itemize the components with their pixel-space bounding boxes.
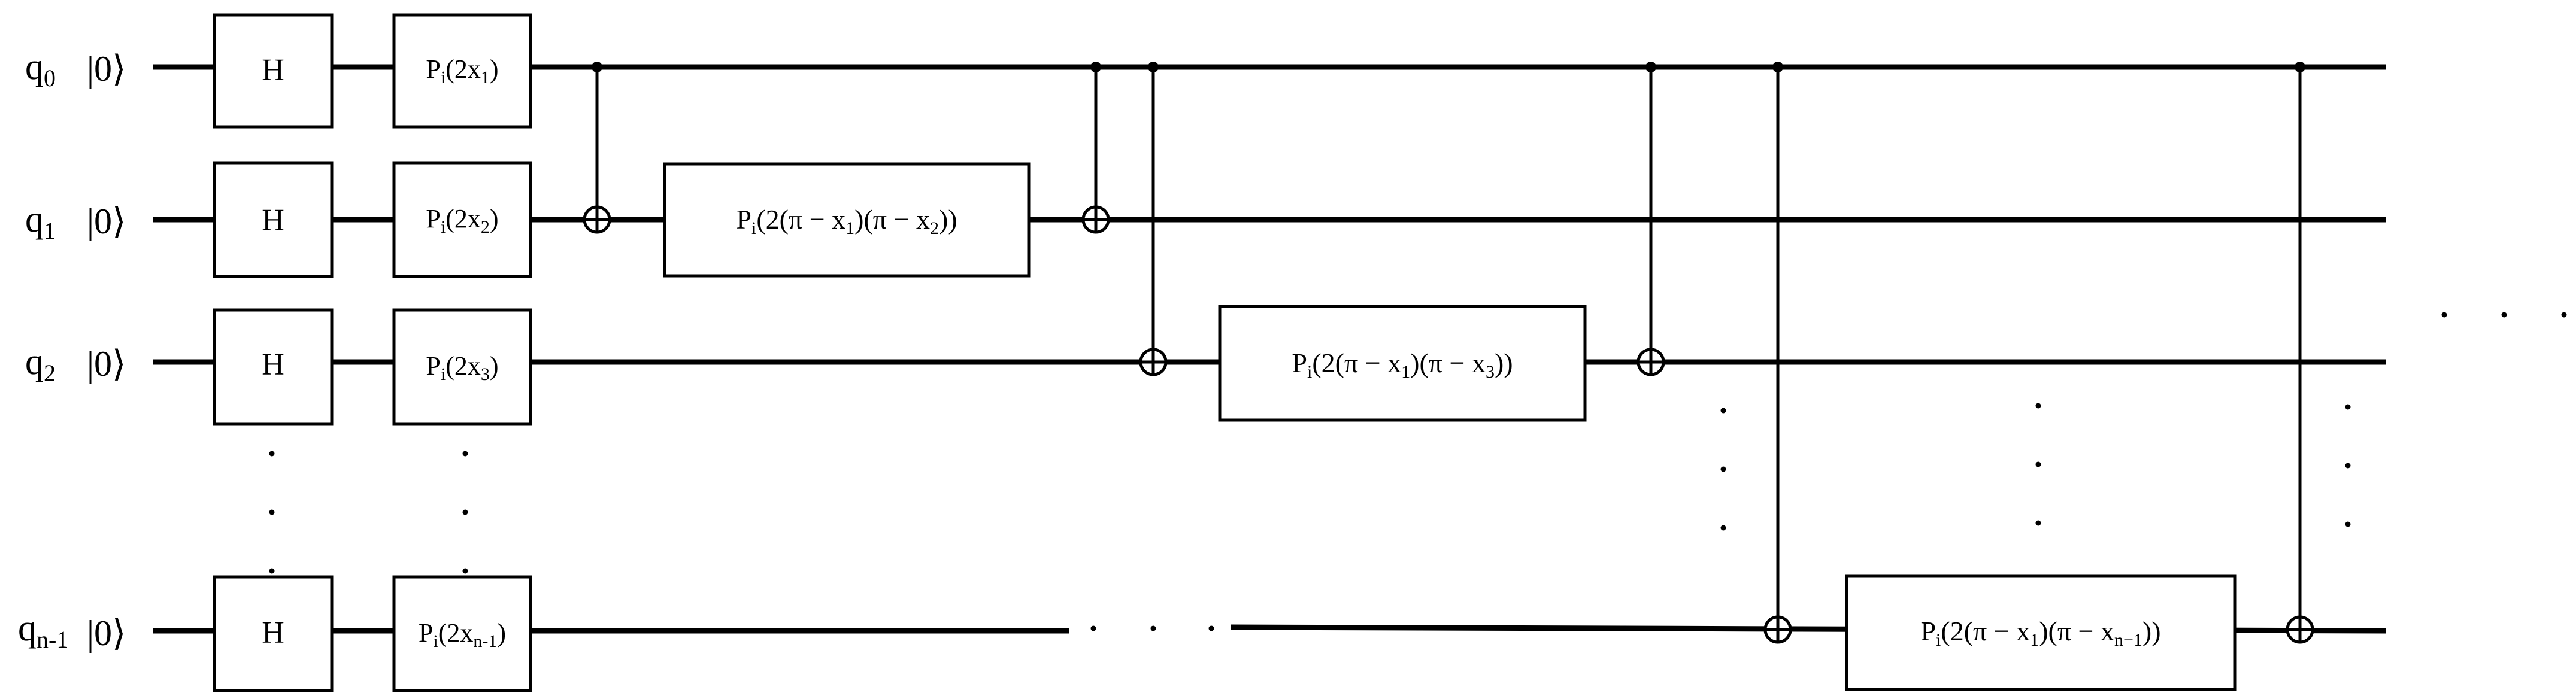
h-gate-q1: H [213, 161, 334, 278]
qubit-name: q [25, 47, 44, 87]
control-dot [1090, 62, 1101, 72]
ellipsis-dots [269, 312, 2567, 631]
entangling-gates: Pi(2(π − x1)(π − x2)) Pi(2(π − x1)(π − x… [663, 162, 2237, 691]
control-dots [592, 62, 2305, 72]
cnot-target-icon [1081, 205, 1110, 234]
qubit-label-1: q1 [25, 199, 56, 244]
h-gate-label: H [262, 53, 284, 87]
p-gate-label: Pi(2x2) [426, 204, 498, 237]
horizontal-ellipsis-dot [2501, 312, 2507, 318]
h-gate-qn-1: H [213, 575, 334, 692]
control-dot [1772, 62, 1783, 72]
cnot-target-icon [583, 205, 611, 234]
control-dot [1148, 62, 1159, 72]
entangling-gate-label: Pi(2(π − x1)(π − x2)) [736, 204, 957, 238]
vertical-ellipsis-dot [2345, 404, 2351, 410]
p-gate-q1: Pi(2x2) [392, 161, 532, 278]
qubit-labels: q0 |0⟩ q1 |0⟩ q2 |0⟩ qn-1 |0⟩ [18, 47, 126, 653]
entangling-gate-q1: Pi(2(π − x1)(π − x2)) [663, 162, 1031, 278]
horizontal-ellipsis-dot [2441, 312, 2447, 318]
vertical-ellipsis-dot [2345, 521, 2351, 527]
cnot-target-icon [2286, 615, 2314, 644]
p-gate-label: Pi(2xn-1) [419, 618, 506, 651]
qubit-index: n-1 [37, 626, 68, 653]
cnot-target-icon [1139, 348, 1168, 376]
qubit-name: q [18, 608, 37, 649]
vertical-ellipsis-dot [462, 509, 468, 515]
qubit-ket-1: |0⟩ [87, 202, 126, 241]
control-dot [592, 62, 602, 72]
encoding-gates: Pi(2x1) Pi(2x2) Pi(2x3) Pi(2xn-1) [392, 13, 532, 692]
vertical-ellipsis-dot [2035, 520, 2041, 526]
control-dot [2295, 62, 2305, 72]
entangling-gate-label: Pi(2(π − x1)(π − xn−1)) [1920, 616, 2160, 650]
hadamard-gates: H H H H [213, 13, 334, 692]
vertical-ellipsis-dot [269, 451, 275, 457]
qubit-ket-n-1: |0⟩ [87, 613, 126, 653]
qubit-label-0: q0 [25, 47, 56, 92]
entangling-gate-qn-1: Pi(2(π − x1)(π − xn−1)) [1845, 574, 2237, 691]
vertical-ellipsis-dot [1720, 408, 1726, 414]
horizontal-ellipsis-dot [2561, 312, 2567, 318]
cnot-target-icon [1763, 615, 1792, 644]
vertical-ellipsis-dot [2345, 463, 2351, 469]
vertical-ellipsis-dot [1720, 525, 1726, 531]
p-gate-qn-1: Pi(2xn-1) [392, 575, 532, 692]
p-gate-q2: Pi(2x3) [392, 308, 532, 426]
vertical-ellipsis-dot [1720, 466, 1726, 472]
vertical-ellipsis-dot [462, 451, 468, 457]
h-gate-q2: H [213, 308, 334, 426]
vertical-ellipsis-dot [2035, 403, 2041, 409]
h-gate-label: H [262, 616, 284, 650]
qubit-index: 2 [44, 360, 56, 387]
horizontal-ellipsis-dot [1208, 625, 1214, 631]
h-gate-label: H [262, 203, 284, 238]
control-dot [1645, 62, 1656, 72]
h-gate-q0: H [213, 13, 334, 129]
horizontal-ellipsis-dot [1090, 625, 1096, 631]
qubit-name: q [25, 199, 44, 240]
control-lines [595, 67, 2302, 630]
cnot-targets [583, 205, 2314, 644]
p-gate-label: Pi(2x3) [426, 351, 498, 384]
qubit-index: 1 [44, 217, 56, 244]
p-gate-label: Pi(2x1) [426, 54, 498, 87]
qubit-label-2: q2 [25, 342, 56, 387]
entangling-gate-q2: Pi(2(π − x1)(π − x3)) [1218, 305, 1587, 422]
qubit-ket-0: |0⟩ [87, 49, 126, 89]
horizontal-ellipsis-dot [1150, 625, 1156, 631]
entangling-gate-label: Pi(2(π − x1)(π − x3)) [1292, 348, 1513, 382]
vertical-ellipsis-dot [269, 568, 275, 574]
cnot-target-icon [1636, 348, 1665, 376]
qubit-name: q [25, 342, 44, 382]
qubit-label-n-1: qn-1 [18, 608, 68, 653]
p-gate-q0: Pi(2x1) [392, 13, 532, 129]
vertical-ellipsis-dot [2035, 461, 2041, 467]
qubit-index: 0 [44, 65, 56, 92]
vertical-ellipsis-dot [269, 509, 275, 515]
vertical-ellipsis-dot [462, 568, 468, 574]
h-gate-label: H [262, 348, 284, 382]
qubit-ket-2: |0⟩ [87, 344, 126, 384]
